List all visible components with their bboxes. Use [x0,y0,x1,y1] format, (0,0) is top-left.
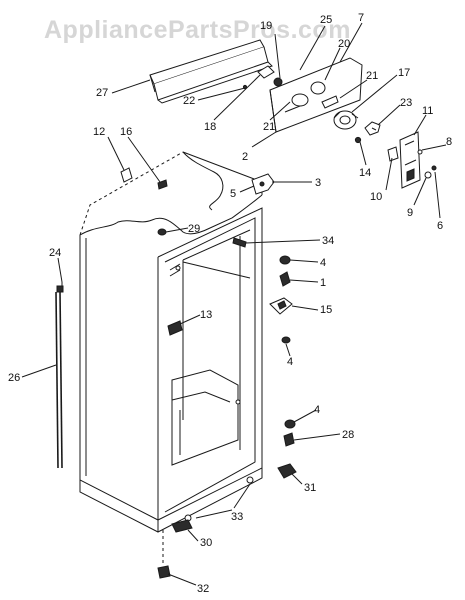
callout-19: 19 [260,20,272,32]
callout-25: 25 [320,14,332,26]
callout-30: 30 [200,537,212,549]
callout-32: 32 [197,583,209,595]
callout-14: 14 [359,167,371,179]
part-30-plate [171,519,193,533]
part-27-cover [149,39,273,104]
callout-10: 10 [370,191,382,203]
callout-17: 17 [398,67,410,79]
callout-6: 6 [437,220,443,232]
part-33-holes [184,476,254,522]
callout-31: 31 [304,482,316,494]
callout-22: 22 [183,95,195,107]
callout-7: 7 [358,12,364,24]
part-11-switch [387,131,437,189]
part-12-bracket [120,167,133,183]
callout-5: 5 [230,188,236,200]
part-4-cap-mid [281,336,291,344]
callout-21-b: 21 [366,70,378,82]
part-28-screw [283,432,295,447]
callout-4-b: 4 [287,356,293,368]
part-32-leveler [157,530,171,579]
callout-8: 8 [446,136,452,148]
watermark-text: AppliancePartsPros.com [44,16,351,44]
part-1-screw [279,271,291,287]
callout-24: 24 [49,247,61,259]
callout-13: 13 [200,309,212,321]
callout-34: 34 [322,235,334,247]
callout-15: 15 [320,304,332,316]
callout-4-a: 4 [320,257,326,269]
callout-4-c: 4 [314,404,320,416]
part-31-bracket [277,463,297,479]
callout-labels: 27 22 18 19 25 7 20 21 21 2 17 23 14 11 … [8,12,452,595]
callout-11: 11 [422,105,433,117]
part-25-panel [242,57,363,133]
callout-21-a: 21 [263,121,275,133]
part-4-cap-top [279,255,291,265]
part-17-motor [333,110,381,144]
callout-9: 9 [407,207,413,219]
callout-28: 28 [342,429,354,441]
callout-18: 18 [204,121,216,133]
callout-2: 2 [242,151,248,163]
callout-3: 3 [315,177,321,189]
part-34-clip [232,237,247,248]
callout-27: 27 [96,87,108,99]
callout-20: 20 [338,38,350,50]
part-13-clip [167,320,183,336]
callout-23: 23 [400,97,412,109]
leader-lines [21,22,447,586]
callout-1: 1 [320,277,326,289]
cabinet-shell [79,151,263,533]
part-5-hinge [251,173,275,195]
callout-12: 12 [93,126,105,138]
callout-33: 33 [231,511,243,523]
part-15-bracket [269,297,293,315]
callout-16: 16 [120,126,132,138]
part-24-26-rod [55,282,64,469]
callout-29: 29 [188,223,200,235]
part-16-screw [157,179,168,190]
callout-26: 26 [8,372,20,384]
part-29-plug [157,228,167,236]
part-4-cap-low [284,419,296,429]
